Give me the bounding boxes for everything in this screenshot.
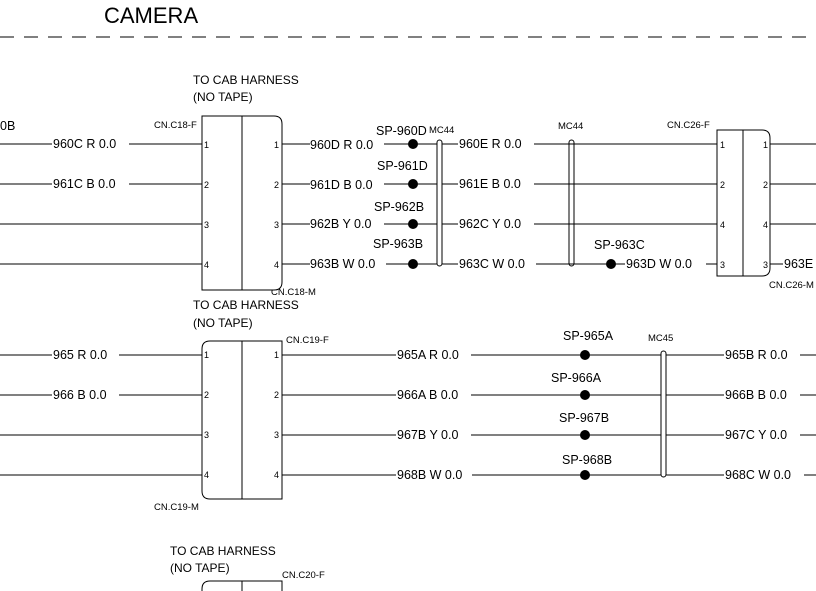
wire-label: 963D W 0.0: [626, 257, 692, 271]
partial-wire-label: 0B: [0, 119, 15, 133]
wire-label: 966A B 0.0: [397, 388, 458, 402]
splice-label: SP-966A: [551, 371, 602, 385]
splice-dot: [408, 179, 418, 189]
connector-c19f-label: CN.C19-F: [286, 335, 329, 346]
wire-label: 962B Y 0.0: [310, 217, 371, 231]
wire-label: 960C R 0.0: [53, 137, 116, 151]
c19-right-pin: 4: [274, 470, 279, 480]
c26-left-pin: 3: [720, 260, 725, 270]
connector-c20f-label: CN.C20-F: [282, 570, 325, 581]
c19-left-pin: 3: [204, 430, 209, 440]
harness-clip: [660, 350, 667, 478]
header-3-line1: TO CAB HARNESS: [170, 544, 276, 558]
clip-label: MC45: [648, 333, 673, 344]
wire-label: 966 B 0.0: [53, 388, 107, 402]
harness-clip: [568, 139, 575, 267]
splice-label: SP-961D: [377, 159, 428, 173]
splice-dot: [580, 430, 590, 440]
header-2-line2: (NO TAPE): [193, 316, 253, 330]
clip-label: MC44: [429, 125, 454, 136]
splice-label: SP-962B: [374, 200, 424, 214]
splice-label: SP-965A: [563, 329, 614, 343]
clip-label: MC44: [558, 121, 583, 132]
splice-dot: [580, 470, 590, 480]
wire-label: 963B W 0.0: [310, 257, 375, 271]
header-2-line1: TO CAB HARNESS: [193, 298, 299, 312]
c19-left-pin: 4: [204, 470, 209, 480]
wire-label: 967B Y 0.0: [397, 428, 458, 442]
splice-dot: [408, 259, 418, 269]
wire-label: 965 R 0.0: [53, 348, 107, 362]
c19-right-pin: 3: [274, 430, 279, 440]
splice-label: SP-967B: [559, 411, 609, 425]
diagram-title: CAMERA: [104, 3, 198, 28]
c26-right-pin: 2: [763, 180, 768, 190]
connector-c18m-label: CN.C18-M: [271, 287, 316, 298]
wire-label: 961C B 0.0: [53, 177, 116, 191]
splice-dot: [408, 219, 418, 229]
c26-left-pin: 2: [720, 180, 725, 190]
c26-left-pin: 4: [720, 220, 725, 230]
splice-dot: [580, 350, 590, 360]
c18-left-pin: 3: [204, 220, 209, 230]
header-1-line1: TO CAB HARNESS: [193, 73, 299, 87]
connector-c19m-label: CN.C19-M: [154, 502, 199, 513]
wire-label: 965A R 0.0: [397, 348, 459, 362]
splice-dot: [408, 139, 418, 149]
c26-right-pin: 3: [763, 260, 768, 270]
wire-label: 960D R 0.0: [310, 138, 373, 152]
connector-c26m-label: CN.C26-M: [769, 280, 814, 291]
c19-left-pin: 2: [204, 390, 209, 400]
c18-left-pin: 1: [204, 140, 209, 150]
splice-label: SP-963B: [373, 237, 423, 251]
c18-left-pin: 4: [204, 260, 209, 270]
connector-c18f-label: CN.C18-F: [154, 120, 197, 131]
c19-right-pin: 2: [274, 390, 279, 400]
splice-label: SP-968B: [562, 453, 612, 467]
header-1-line2: (NO TAPE): [193, 90, 253, 104]
wire-label: 961E B 0.0: [459, 177, 521, 191]
c18-right-pin: 1: [274, 140, 279, 150]
splice-dot: [580, 390, 590, 400]
wire-label: 962C Y 0.0: [459, 217, 521, 231]
harness-clip: [436, 139, 443, 267]
c26-left-pin: 1: [720, 140, 725, 150]
wire-label: 960E R 0.0: [459, 137, 522, 151]
wire-label: 968C W 0.0: [725, 468, 791, 482]
c26-right-pin: 1: [763, 140, 768, 150]
connector-c26f-label: CN.C26-F: [667, 120, 710, 131]
c19-right-pin: 1: [274, 350, 279, 360]
splice-label: SP-963C: [594, 238, 645, 252]
header-3-line2: (NO TAPE): [170, 561, 230, 575]
wire-label: 961D B 0.0: [310, 178, 373, 192]
splice-dot: [606, 259, 616, 269]
c18-right-pin: 4: [274, 260, 279, 270]
c18-right-pin: 2: [274, 180, 279, 190]
c18-left-pin: 2: [204, 180, 209, 190]
splice-label: SP-960D: [376, 124, 427, 138]
wire-label: 966B B 0.0: [725, 388, 787, 402]
wire-label: 965B R 0.0: [725, 348, 788, 362]
c19-left-pin: 1: [204, 350, 209, 360]
c26-right-pin: 4: [763, 220, 768, 230]
c18-right-pin: 3: [274, 220, 279, 230]
wire-label: 967C Y 0.0: [725, 428, 787, 442]
wire-label: 963C W 0.0: [459, 257, 525, 271]
wire-label: 968B W 0.0: [397, 468, 462, 482]
wire-label: 963E: [784, 257, 813, 271]
